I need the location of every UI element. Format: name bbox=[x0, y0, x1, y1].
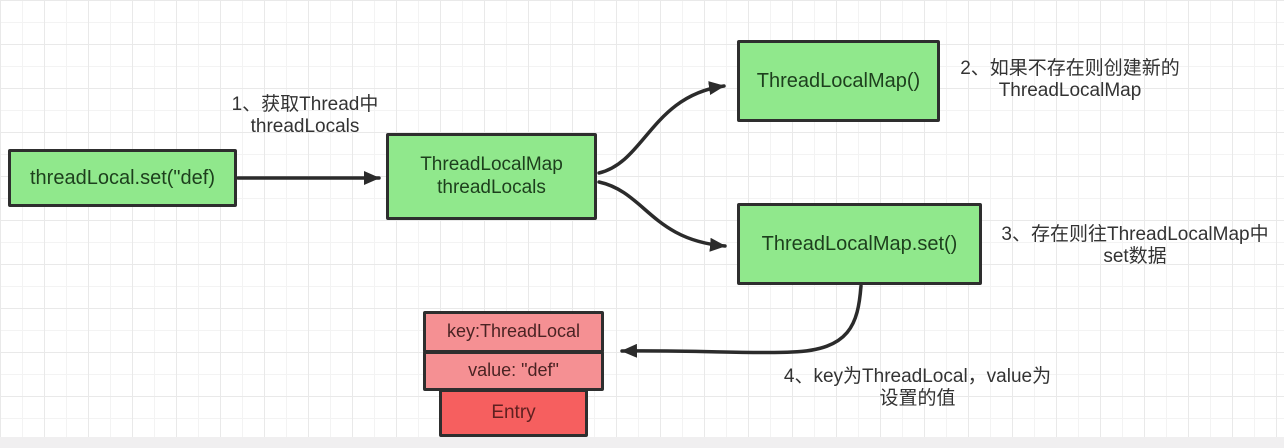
annotation-step2: 2、如果不存在则创建新的 ThreadLocalMap bbox=[945, 58, 1195, 102]
annotation-line2: set数据 bbox=[1103, 246, 1167, 267]
annotation-line1: 1、获取Thread中 bbox=[231, 94, 379, 115]
node-label: key:ThreadLocal bbox=[446, 321, 581, 342]
node-threadlocalmap-constructor: ThreadLocalMap() bbox=[737, 40, 940, 122]
node-label: value: "def" bbox=[468, 360, 559, 381]
node-entry-key: key:ThreadLocal bbox=[423, 311, 604, 353]
annotation-step1: 1、获取Thread中 threadLocals bbox=[205, 94, 405, 138]
bottom-edge-bar bbox=[0, 437, 1284, 448]
node-threadlocalmap-threadlocals: ThreadLocalMap threadLocals bbox=[386, 133, 597, 220]
node-label: threadLocal.set("def) bbox=[30, 167, 215, 189]
annotation-line2: threadLocals bbox=[250, 116, 360, 137]
annotation-line2: 设置的值 bbox=[879, 388, 956, 409]
node-label: ThreadLocalMap.set() bbox=[761, 233, 958, 255]
node-label-line2: threadLocals bbox=[437, 176, 546, 198]
annotation-step3: 3、存在则往ThreadLocalMap中 set数据 bbox=[986, 224, 1284, 268]
node-entry: Entry bbox=[439, 389, 588, 437]
node-entry-value: value: "def" bbox=[423, 351, 604, 391]
node-label: ThreadLocalMap() bbox=[756, 70, 921, 92]
node-threadlocalmap-set: ThreadLocalMap.set() bbox=[737, 203, 982, 285]
node-threadlocal-set-call: threadLocal.set("def) bbox=[8, 149, 237, 207]
arrow-mapset-to-entrykey bbox=[620, 284, 863, 358]
annotation-line1: 4、key为ThreadLocal，value为 bbox=[783, 366, 1052, 387]
arrow-threadlocals-to-mapctor bbox=[597, 81, 726, 175]
annotation-line2: ThreadLocalMap bbox=[998, 80, 1142, 101]
node-label: Entry bbox=[491, 401, 536, 423]
annotation-line1: 3、存在则往ThreadLocalMap中 bbox=[1001, 224, 1269, 245]
annotation-line1: 2、如果不存在则创建新的 bbox=[960, 58, 1180, 79]
node-label-line1: ThreadLocalMap bbox=[420, 153, 563, 175]
arrow-threadlocals-to-mapset bbox=[597, 180, 727, 252]
annotation-step4: 4、key为ThreadLocal，value为 设置的值 bbox=[750, 366, 1085, 410]
